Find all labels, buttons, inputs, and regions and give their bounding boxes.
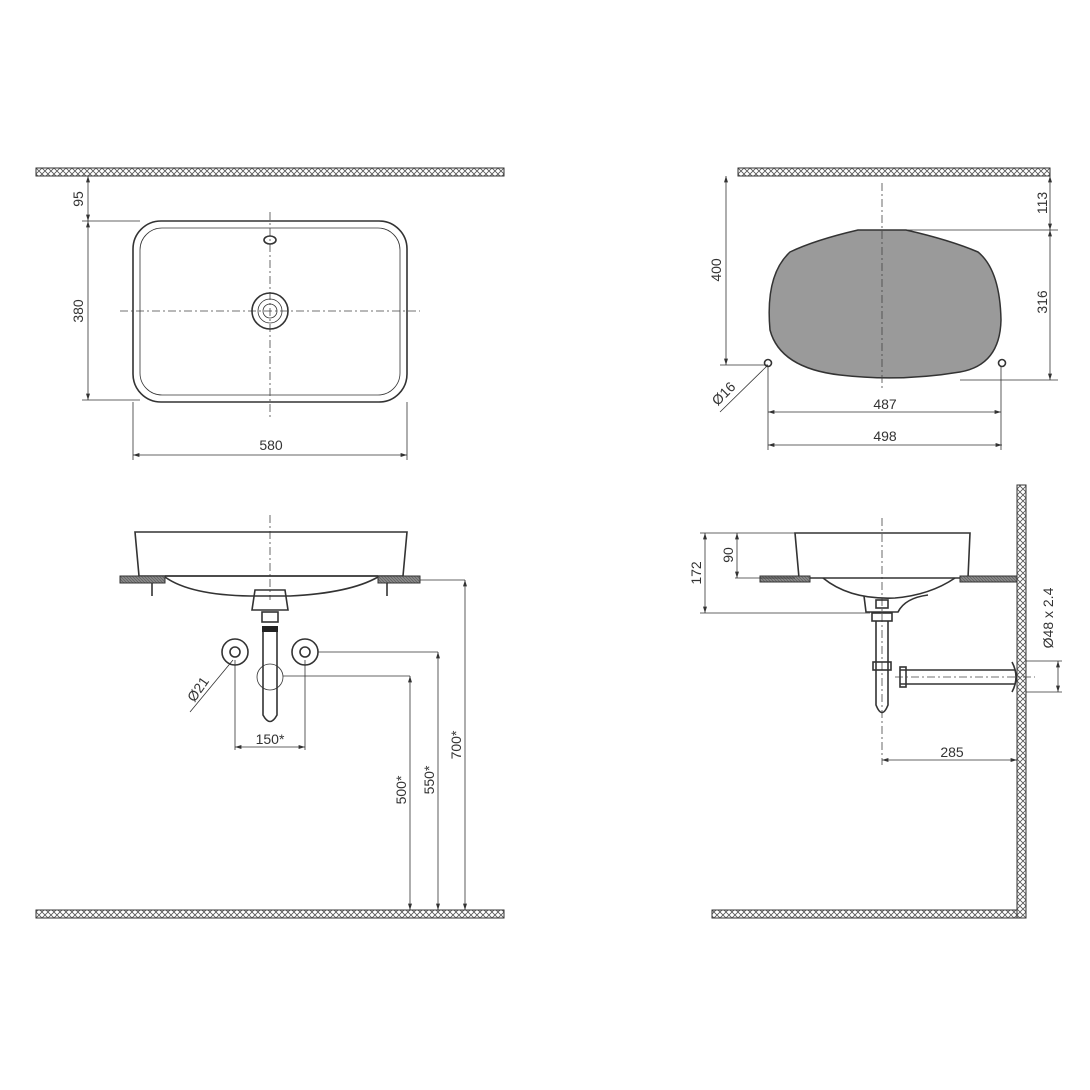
overflow-icon [263, 235, 277, 245]
ceiling-wall [737, 167, 1051, 177]
dim-95: 95 [70, 191, 86, 207]
drain-icon [251, 292, 289, 330]
basin-silhouette [768, 229, 1002, 379]
dim-113: 113 [1034, 192, 1050, 215]
dim-500: 500* [393, 775, 409, 804]
dim-487: 487 [873, 396, 897, 412]
drain-fitting [251, 589, 289, 611]
dim-d16: Ø16 [708, 378, 738, 408]
floor [711, 909, 1018, 919]
dim-380: 380 [70, 299, 86, 323]
basin-body [794, 532, 971, 579]
top-view: 95 380 580 [35, 167, 505, 460]
wall [1016, 484, 1027, 919]
dim-d48: Ø48 x 2.4 [1040, 587, 1056, 648]
back-view: 400 113 316 487 498 Ø16 [708, 167, 1058, 450]
dim-90: 90 [720, 547, 736, 563]
trap-pipe [875, 621, 889, 714]
basin-outline [132, 220, 408, 403]
front-view: 150* Ø21 500* 550* 700* [35, 515, 505, 919]
side-view: 90 172 Ø48 x 2.4 285 [688, 484, 1062, 919]
dim-150: 150* [256, 731, 285, 747]
floor [35, 909, 505, 919]
dim-316: 316 [1034, 290, 1050, 314]
dim-285: 285 [940, 744, 964, 760]
ceiling-wall [35, 167, 505, 177]
dim-550: 550* [421, 765, 437, 794]
dim-172: 172 [688, 561, 704, 585]
dim-700: 700* [448, 730, 464, 759]
dim-498: 498 [873, 428, 897, 444]
dim-d21: Ø21 [184, 674, 212, 705]
basin-body [134, 531, 408, 577]
waste-pipe [900, 669, 1015, 685]
bolt-icon [763, 358, 773, 368]
bolt-icon [997, 358, 1007, 368]
trap-pipe [262, 632, 278, 723]
dim-580: 580 [259, 437, 283, 453]
dim-400: 400 [708, 258, 724, 282]
